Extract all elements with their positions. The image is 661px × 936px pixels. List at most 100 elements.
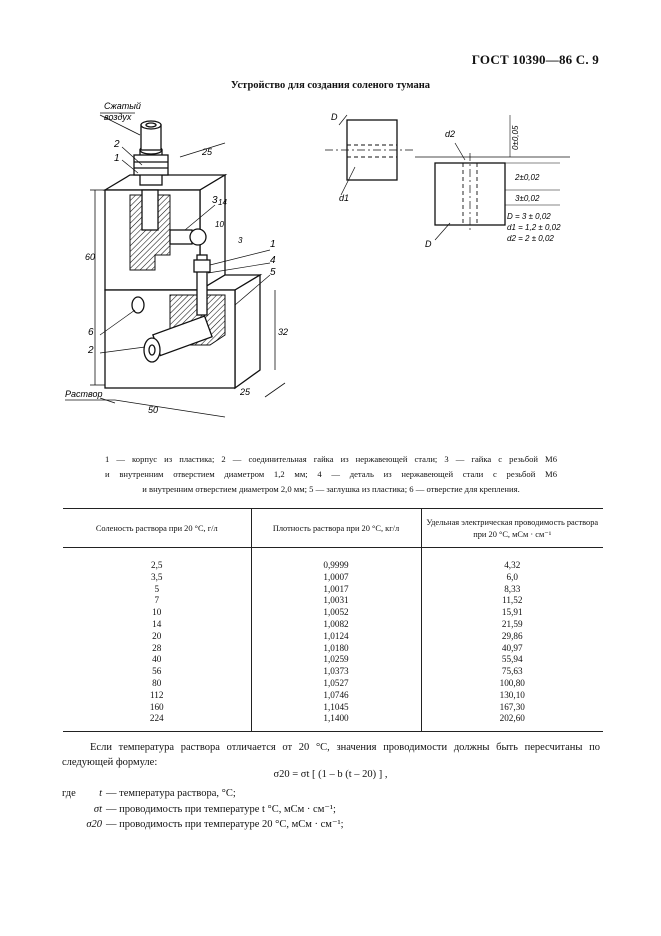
num-3: 3 [212, 195, 218, 206]
num-4: 4 [270, 255, 276, 266]
cell-density: 1,0373 [250, 666, 421, 678]
num-6: 6 [88, 327, 94, 338]
cell-conductivity: 11,52 [420, 595, 603, 608]
caption-line-1: 1 — корпус из пластика; 2 — соединительн… [105, 454, 557, 464]
table-header-row: Соленость раствора при 20 °С, г/л Плотно… [63, 508, 603, 548]
figure-title: Устройство для создания соленого тумана [230, 80, 431, 91]
cell-salinity: 10 [152, 607, 162, 618]
dim-25-top: 25 [201, 147, 213, 157]
definition-symbol: σt [93, 803, 102, 815]
definition-text: — проводимость при температуре 20 °С, мС… [106, 819, 344, 830]
detail-D-bottom: D [425, 239, 432, 249]
device-drawing: Сжатый воздух Раствор 25 14 60 32 25 50 … [65, 101, 288, 418]
cell-salinity: 80 [152, 677, 162, 688]
body-paragraph: Если температура раствора отличается от … [62, 742, 600, 768]
header-conductivity: Удельная электрическая проводимость раст… [420, 508, 603, 548]
detail-dim-2: 2±0,02 [514, 173, 540, 182]
formula-text: σ20 = σt [ (1 – b (t – 20) ] , [273, 769, 388, 780]
caption-line-2: и внутренним отверстием диаметром 1,2 мм… [105, 469, 557, 479]
num-1-top: 1 [114, 153, 120, 164]
definition-row: σt — проводимость при температуре t °С, м… [62, 802, 344, 818]
cell-density: 1,0746 [250, 689, 421, 702]
cell-density: 1,1400 [250, 713, 421, 732]
cell-conductivity: 8,33 [420, 583, 603, 596]
detail-dim-3: 3±0,02 [515, 194, 540, 203]
cell-salinity: 40 [152, 654, 162, 665]
cell-salinity: 160 [149, 701, 164, 712]
cell-conductivity: 75,63 [420, 666, 603, 678]
definition-row: σ20 — проводимость при температуре 20 °С,… [62, 817, 344, 833]
detail-d2-eq: d2 = 2 ± 0,02 [507, 234, 554, 243]
cell-salinity: 224 [149, 713, 164, 724]
dim-10: 10 [215, 220, 224, 229]
detail-d2: d2 [445, 129, 455, 139]
cell-salinity: 5 [154, 583, 160, 594]
header-density: Плотность раствора при 20 °С, кг/л [250, 508, 421, 548]
dim-3: 3 [238, 236, 243, 245]
cell-density: 1,0082 [250, 618, 421, 631]
cell-conductivity: 130,10 [420, 689, 603, 702]
cell-density: 1,0017 [250, 583, 421, 596]
formula: σ20 = σt [ (1 – b (t – 20) ] , [0, 769, 661, 780]
label-compressed-air-2: воздух [104, 112, 132, 122]
cell-density: 1,0052 [250, 607, 421, 619]
definition-symbol: t [99, 788, 102, 799]
definitions-list: где t — температура раствора, °С; σt — прово… [62, 786, 344, 833]
detail-D-top: D [331, 112, 338, 122]
dim-14: 14 [218, 198, 227, 207]
figure-caption: 1 — корпус из пластика; 2 — соединительн… [105, 452, 557, 497]
cell-density: 1,0124 [250, 630, 421, 643]
detail-D-eq: D = 3 ± 0,02 [507, 212, 551, 221]
cell-salinity: 28 [152, 642, 162, 653]
cell-salinity: 3,5 [151, 571, 163, 582]
cell-density: 1,0527 [250, 677, 421, 690]
nozzle-detail-drawing: D d1 d2 0±0,05 2±0,02 3±0,02 D = 3 ± 0,0… [325, 112, 570, 249]
definition-symbol: σ20 [86, 819, 102, 830]
cell-density: 1,0031 [250, 595, 421, 608]
cell-conductivity: 15,91 [420, 607, 603, 619]
salinity-table: Соленость раствора при 20 °С, г/л Плотно… [63, 508, 603, 732]
cell-conductivity: 202,60 [420, 713, 603, 732]
page-header: ГОСТ 10390—86 С. 9 [471, 52, 599, 67]
cell-conductivity: 40,97 [420, 642, 603, 655]
cell-conductivity: 167,30 [420, 701, 603, 714]
cell-salinity: 7 [154, 595, 160, 606]
num-5: 5 [270, 267, 276, 278]
header-salinity: Соленость раствора при 20 °С, г/л [63, 508, 251, 548]
cell-salinity: 112 [150, 689, 164, 700]
definition-row: где t — температура раствора, °С; [62, 786, 344, 802]
cell-conductivity: 4,32 [420, 547, 603, 572]
cell-salinity: 20 [152, 630, 162, 641]
cell-density: 1,0007 [250, 571, 421, 584]
detail-d1: d1 [339, 193, 349, 203]
dim-25-bottom: 25 [239, 387, 251, 397]
detail-d1-eq: d1 = 1,2 ± 0,02 [507, 223, 561, 232]
cell-density: 0,9999 [250, 547, 421, 572]
definition-prefix: где [62, 788, 76, 799]
num-1-right: 1 [270, 239, 276, 250]
dim-60: 60 [85, 252, 95, 262]
label-solution: Раствор [65, 389, 103, 399]
cell-conductivity: 21,59 [420, 618, 603, 631]
cell-salinity: 56 [152, 666, 162, 677]
cell-density: 1,1045 [250, 701, 421, 714]
num-2-bottom: 2 [87, 345, 94, 356]
definition-text: — температура раствора, °С; [106, 788, 236, 799]
label-compressed-air-1: Сжатый [104, 101, 141, 111]
detail-tolerance-005: 0±0,05 [511, 125, 520, 150]
definition-text: — проводимость при температуре t °С, мСм… [106, 803, 336, 815]
